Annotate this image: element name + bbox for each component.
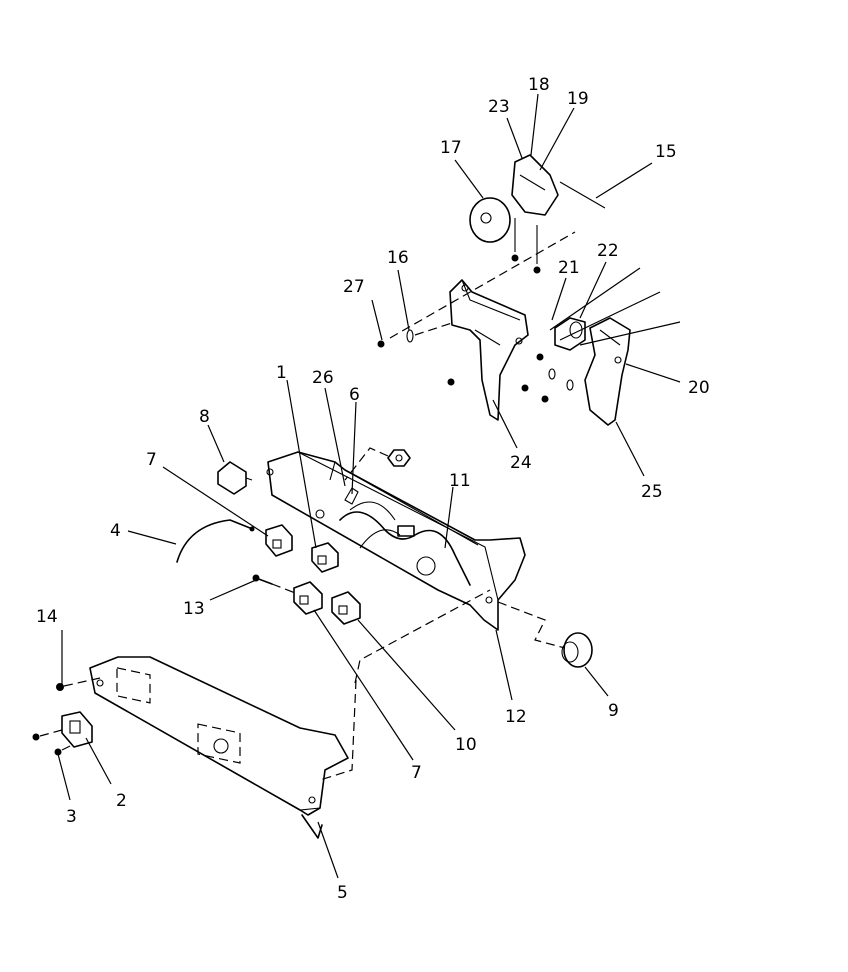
switch-parts [265, 524, 361, 625]
part-25-bracket [584, 317, 631, 426]
callout-21: 21 [558, 258, 580, 278]
part-9-knob [497, 601, 593, 668]
part-24-bracket [449, 279, 529, 421]
part-5-front-panel [89, 656, 349, 839]
part-12-control-bracket [266, 451, 526, 631]
callout-4: 4 [110, 521, 121, 541]
callout-20: 20 [688, 378, 710, 398]
callout-1: 1 [276, 363, 287, 383]
callout-25: 25 [641, 482, 663, 502]
callout-23: 23 [488, 97, 510, 117]
callout-17: 17 [440, 138, 462, 158]
callout-3: 3 [66, 807, 77, 827]
screw-13 [252, 574, 299, 595]
callout-13: 13 [183, 599, 205, 619]
callout-5: 5 [337, 883, 348, 903]
part-11-wiring [339, 487, 471, 586]
callout-24: 24 [510, 453, 532, 473]
callout-15: 15 [655, 142, 677, 162]
callout-2: 2 [116, 791, 127, 811]
part-8-connector [217, 461, 253, 495]
callout-7b: 7 [411, 763, 422, 783]
callout-8: 8 [199, 407, 210, 427]
motor-assembly [469, 154, 606, 274]
parts-21-22 [549, 267, 681, 351]
callout-10: 10 [455, 735, 477, 755]
callouts: 1 2 3 4 5 6 7 7 8 9 10 11 12 13 14 15 16… [36, 75, 710, 903]
callout-7a: 7 [146, 450, 157, 470]
screws-right [377, 329, 574, 403]
callout-12: 12 [505, 707, 527, 727]
alignment-lines [319, 231, 576, 781]
leader-lines [57, 93, 681, 879]
callout-27: 27 [343, 277, 365, 297]
callout-6: 6 [349, 385, 360, 405]
part-2-switch [61, 711, 93, 748]
part-4-wire [176, 519, 255, 563]
callout-9: 9 [608, 701, 619, 721]
callout-26: 26 [312, 368, 334, 388]
callout-19: 19 [567, 89, 589, 109]
callout-16: 16 [387, 248, 409, 268]
callout-22: 22 [597, 241, 619, 261]
callout-18: 18 [528, 75, 550, 95]
callout-11: 11 [449, 471, 471, 491]
callout-14: 14 [36, 607, 58, 627]
screws-left [32, 677, 101, 756]
